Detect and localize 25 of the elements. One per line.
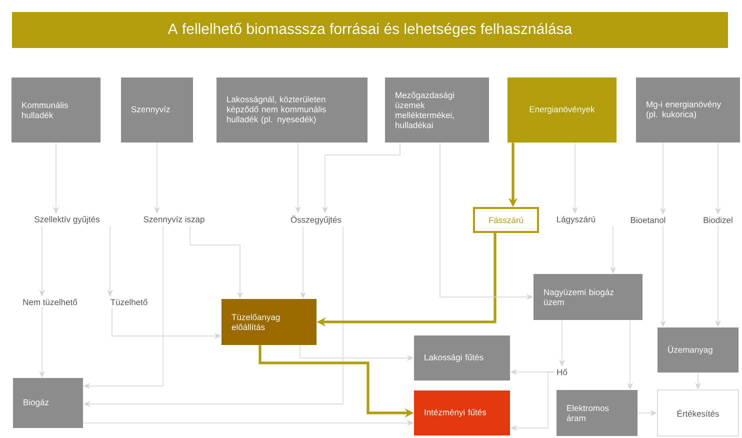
process-box: Mezőgazdasági üzemek melléktermékei, hulladékai: [385, 78, 489, 142]
node-label: Biodizel: [704, 216, 732, 224]
process-box: Üzemanyag: [658, 327, 738, 372]
process-box: Tüzelőanyag előállítás: [222, 299, 316, 345]
title-banner: A fellelhető biomasssza forrásai és lehetséges felhasználása: [12, 12, 728, 48]
node-label: Bioetanol: [630, 216, 666, 224]
process-box: Energianövények: [508, 78, 616, 142]
process-box: Lakossági fűtés: [414, 335, 510, 380]
process-box: Biogáz: [13, 378, 83, 428]
process-box: Intézményi fűtés: [414, 390, 510, 436]
process-box: Szennyvíz: [121, 78, 193, 142]
highlighted-box: Fásszárú: [473, 206, 539, 233]
node-label: Szellektív gyűjtés: [34, 216, 100, 224]
process-box: Lakosságnál, közterületen képződő nem kommunális hulladék (pl. nyesedék): [216, 78, 368, 142]
node-label: Lágyszárú: [557, 216, 596, 224]
node-label: Nem tüzelhető: [23, 298, 78, 306]
node-label: Tüzelhető: [110, 298, 148, 306]
node-label: Összegyűjtés: [290, 216, 342, 224]
node-label: Szennyvíz iszap: [144, 216, 204, 224]
node-label: Hő: [557, 368, 568, 376]
process-box: Elektromos áram: [556, 390, 638, 436]
process-box: Nagyüzemi biogáz üzem: [534, 274, 642, 320]
process-box: Értékesítés: [657, 390, 739, 436]
process-box: Mg-i energianövény (pl. kukorica): [636, 78, 740, 142]
process-box: Kommunális hulladék: [12, 78, 100, 142]
